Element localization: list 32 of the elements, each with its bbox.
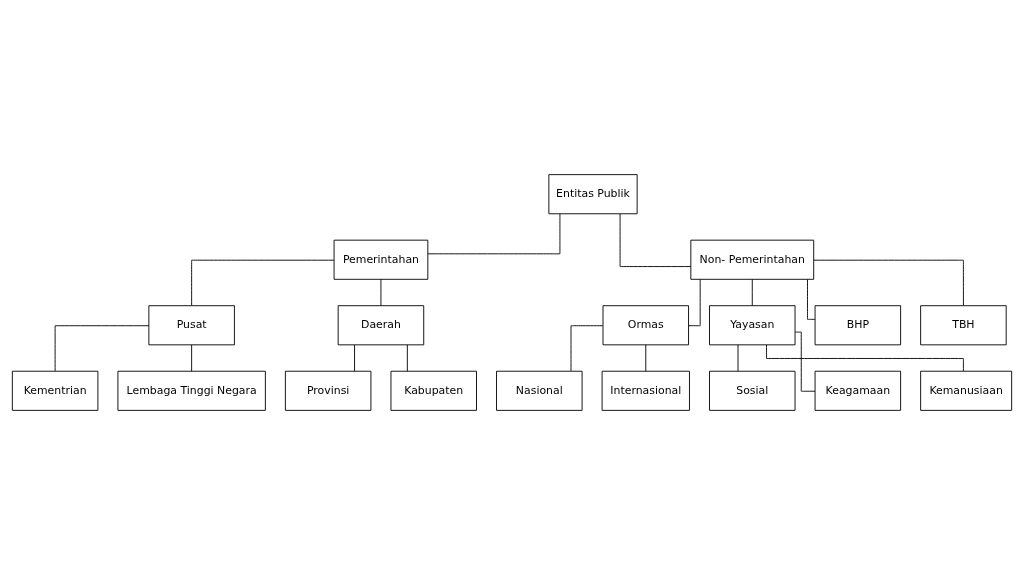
node-box: Daerah <box>337 305 425 346</box>
connector <box>645 344 647 372</box>
node-box: Lembaga Tinggi Negara <box>117 370 266 411</box>
node-box: Kabupaten <box>390 370 477 411</box>
connector <box>406 344 408 372</box>
connector <box>751 278 753 307</box>
node-box: Non- Pemerintahan <box>690 239 815 280</box>
connector <box>380 278 382 307</box>
node-box: Sosial <box>709 370 796 411</box>
node-box: Kementrian <box>11 370 99 411</box>
node-box: Nasional <box>496 370 583 411</box>
connector <box>807 279 816 320</box>
node-box: Internasional <box>601 370 690 411</box>
node-box: Pemerintahan <box>333 239 429 280</box>
connector <box>570 325 604 372</box>
connector <box>191 344 193 372</box>
connector <box>191 259 335 306</box>
node-box: Provinsi <box>284 370 372 411</box>
connector <box>813 259 964 306</box>
node-box: BHP <box>814 305 902 346</box>
connector <box>54 325 150 372</box>
node-box: Entitas Publik <box>548 174 638 215</box>
node-box: Pusat <box>148 305 235 346</box>
node-box: Kemanusiaan <box>920 370 1013 411</box>
connector <box>354 344 355 372</box>
node-box: Yayasan <box>709 305 796 346</box>
connector <box>427 213 561 255</box>
connector <box>619 213 692 267</box>
node-box: TBH <box>920 305 1007 346</box>
node-box: Keagamaan <box>814 370 902 411</box>
node-box: Ormas <box>602 305 689 346</box>
connector <box>737 344 739 372</box>
